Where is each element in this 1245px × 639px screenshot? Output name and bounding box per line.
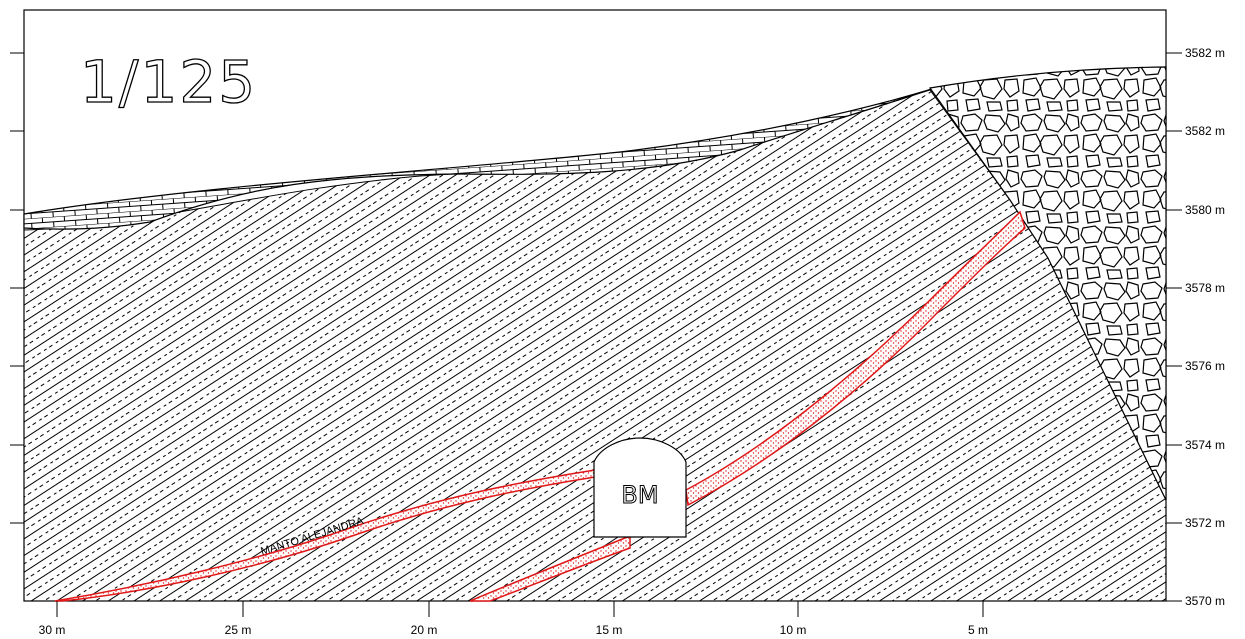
x-tick-label: 10 m — [780, 623, 807, 637]
conglomerate-unit — [928, 66, 1167, 501]
x-tick-label: 15 m — [596, 623, 623, 637]
y-tick-label: 3576 m — [1185, 359, 1225, 373]
vein-upper — [685, 210, 1026, 507]
bottom-ticks — [56, 601, 984, 617]
x-tick-label: 30 m — [39, 623, 66, 637]
x-tick-label: 25 m — [225, 623, 252, 637]
limestone-layer — [23, 87, 936, 230]
y-tick-label: 3578 m — [1185, 281, 1225, 295]
right-ticks — [1166, 52, 1182, 602]
y-tick-label: 3582 m — [1185, 46, 1225, 60]
vein-lower — [469, 534, 631, 602]
left-ticks — [10, 52, 24, 524]
y-tick-label: 3572 m — [1185, 516, 1225, 530]
x-tick-label: 5 m — [968, 623, 988, 637]
y-tick-label: 3570 m — [1185, 594, 1225, 608]
y-tick-label: 3574 m — [1185, 438, 1225, 452]
y-tick-label: 3580 m — [1185, 203, 1225, 217]
tunnel-label: BM — [621, 481, 658, 509]
x-tick-label: 20 m — [411, 623, 438, 637]
y-tick-label: 3582 m — [1185, 124, 1225, 138]
tunnel-bm — [593, 437, 687, 538]
scale-label: 1/125 — [80, 48, 257, 116]
